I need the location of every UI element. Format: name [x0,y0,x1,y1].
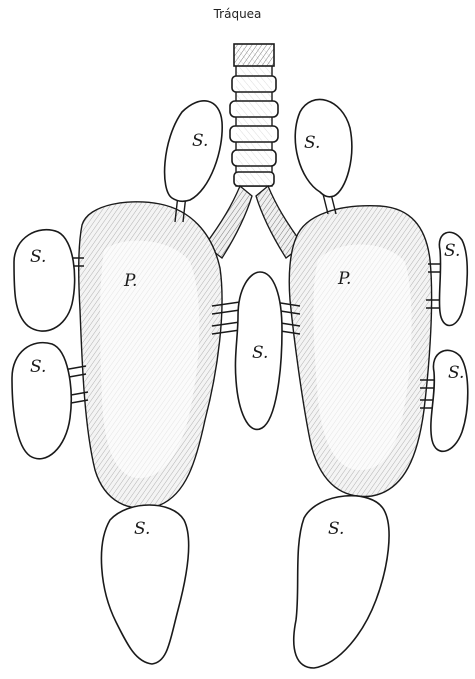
bronchi [205,186,303,258]
left-lung [79,202,222,508]
label-bottom-right-sac: S. [328,519,344,539]
label-right-upper-sac: S. [444,241,460,261]
trachea [230,44,278,186]
label-left-lung: P. [123,271,137,291]
right-lung [289,206,431,497]
air-sac-top-left [165,101,223,202]
label-center-sac: S. [252,343,268,363]
label-top-left-sac: S. [192,131,208,151]
air-sac-left-upper [14,230,75,331]
label-right-lower-sac: S. [448,363,464,383]
label-left-lower-sac: S. [30,357,46,377]
label-bottom-left-sac: S. [134,519,150,539]
label-left-upper-sac: S. [30,247,46,267]
label-top-right-sac: S. [304,133,320,153]
label-right-lung: P. [337,269,351,289]
